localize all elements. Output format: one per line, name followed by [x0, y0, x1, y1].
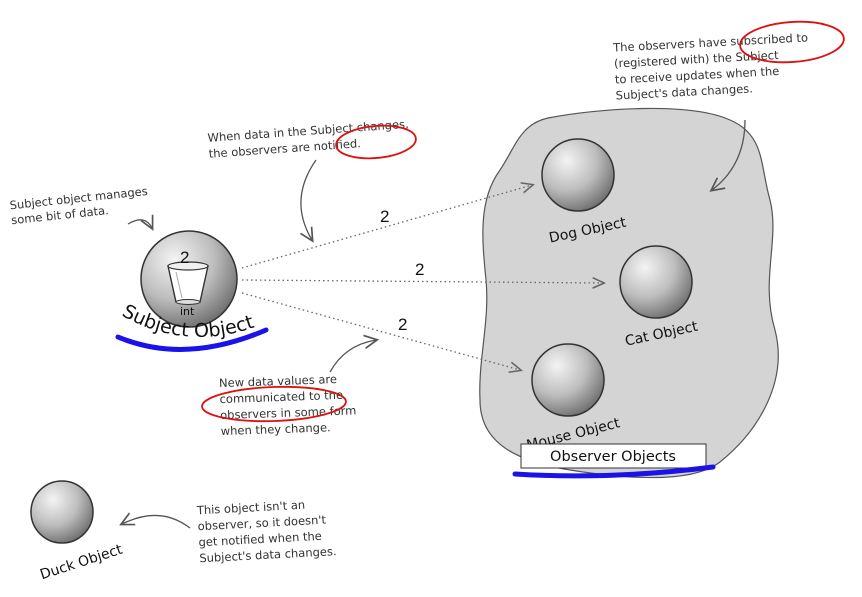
highlight-notified	[335, 124, 417, 160]
highlight-communicated	[201, 385, 347, 423]
message-value-cat: 2	[415, 260, 424, 279]
message-value-dog: 2	[380, 207, 389, 226]
svg-text:New data values arecommunicate: New data values arecommunicated to theob…	[219, 371, 357, 438]
observer-group-underline	[512, 464, 716, 479]
cup-icon	[167, 261, 209, 305]
note-communicated-line-1: New data values are	[219, 372, 337, 390]
duck-object: Duck Object	[30, 480, 125, 583]
note-subject-manages: Subject object managessome bit of data.	[9, 184, 150, 227]
svg-text:The observers have subscribed: The observers have subscribed to(registe…	[612, 30, 811, 102]
note-data-changes-arrow	[301, 159, 317, 240]
note-subscribed: The observers have subscribed to(registe…	[612, 30, 811, 102]
message-value-mouse: 2	[398, 315, 407, 334]
dog-sphere	[541, 138, 615, 212]
subject-value: 2	[180, 248, 189, 267]
subject-type-label: int	[180, 305, 195, 318]
duck-sphere	[30, 480, 94, 544]
observer-group-label: Observer Objects	[550, 449, 676, 465]
notify-arrow-dog	[241, 185, 532, 269]
cat-sphere	[619, 245, 693, 319]
svg-text:This object isn't anobserver,: This object isn't anobserver, so it does…	[195, 496, 336, 565]
svg-text:When data in the Subject chang: When data in the Subject changes,the obs…	[207, 117, 410, 161]
notify-arrow-mouse	[241, 292, 520, 370]
note-communicated-line-4: when they change.	[220, 420, 330, 438]
note-not-observer-line-3: get notified when the	[198, 529, 322, 549]
svg-text:Subject object managessome bit: Subject object managessome bit of data.	[9, 184, 150, 227]
notify-arrow-cat	[241, 280, 603, 283]
note-subject-manages-arrow	[127, 220, 152, 228]
subject-underline	[115, 327, 269, 352]
subject-object: 2 int	[140, 230, 238, 328]
note-data-changes: When data in the Subject changes,the obs…	[207, 117, 410, 161]
mouse-sphere	[531, 343, 605, 417]
note-subscribed-arrow	[712, 119, 746, 190]
note-communicated-line-3: observers in some form	[220, 403, 357, 422]
note-not-observer: This object isn't anobserver, so it does…	[195, 496, 336, 566]
note-not-observer-line-2: observer, so it doesn't	[197, 513, 327, 534]
note-communicated-arrow	[329, 340, 376, 373]
highlight-subscribed-to	[739, 20, 845, 64]
note-communicated-line-2: communicated to the	[219, 388, 343, 406]
observer-group-label-box	[520, 443, 707, 469]
note-not-observer-line-1: This object isn't an	[195, 498, 305, 518]
note-not-observer-arrow	[122, 515, 191, 529]
duck-label: Duck Object	[38, 541, 125, 583]
note-communicated: New data values arecommunicated to theob…	[219, 371, 357, 438]
